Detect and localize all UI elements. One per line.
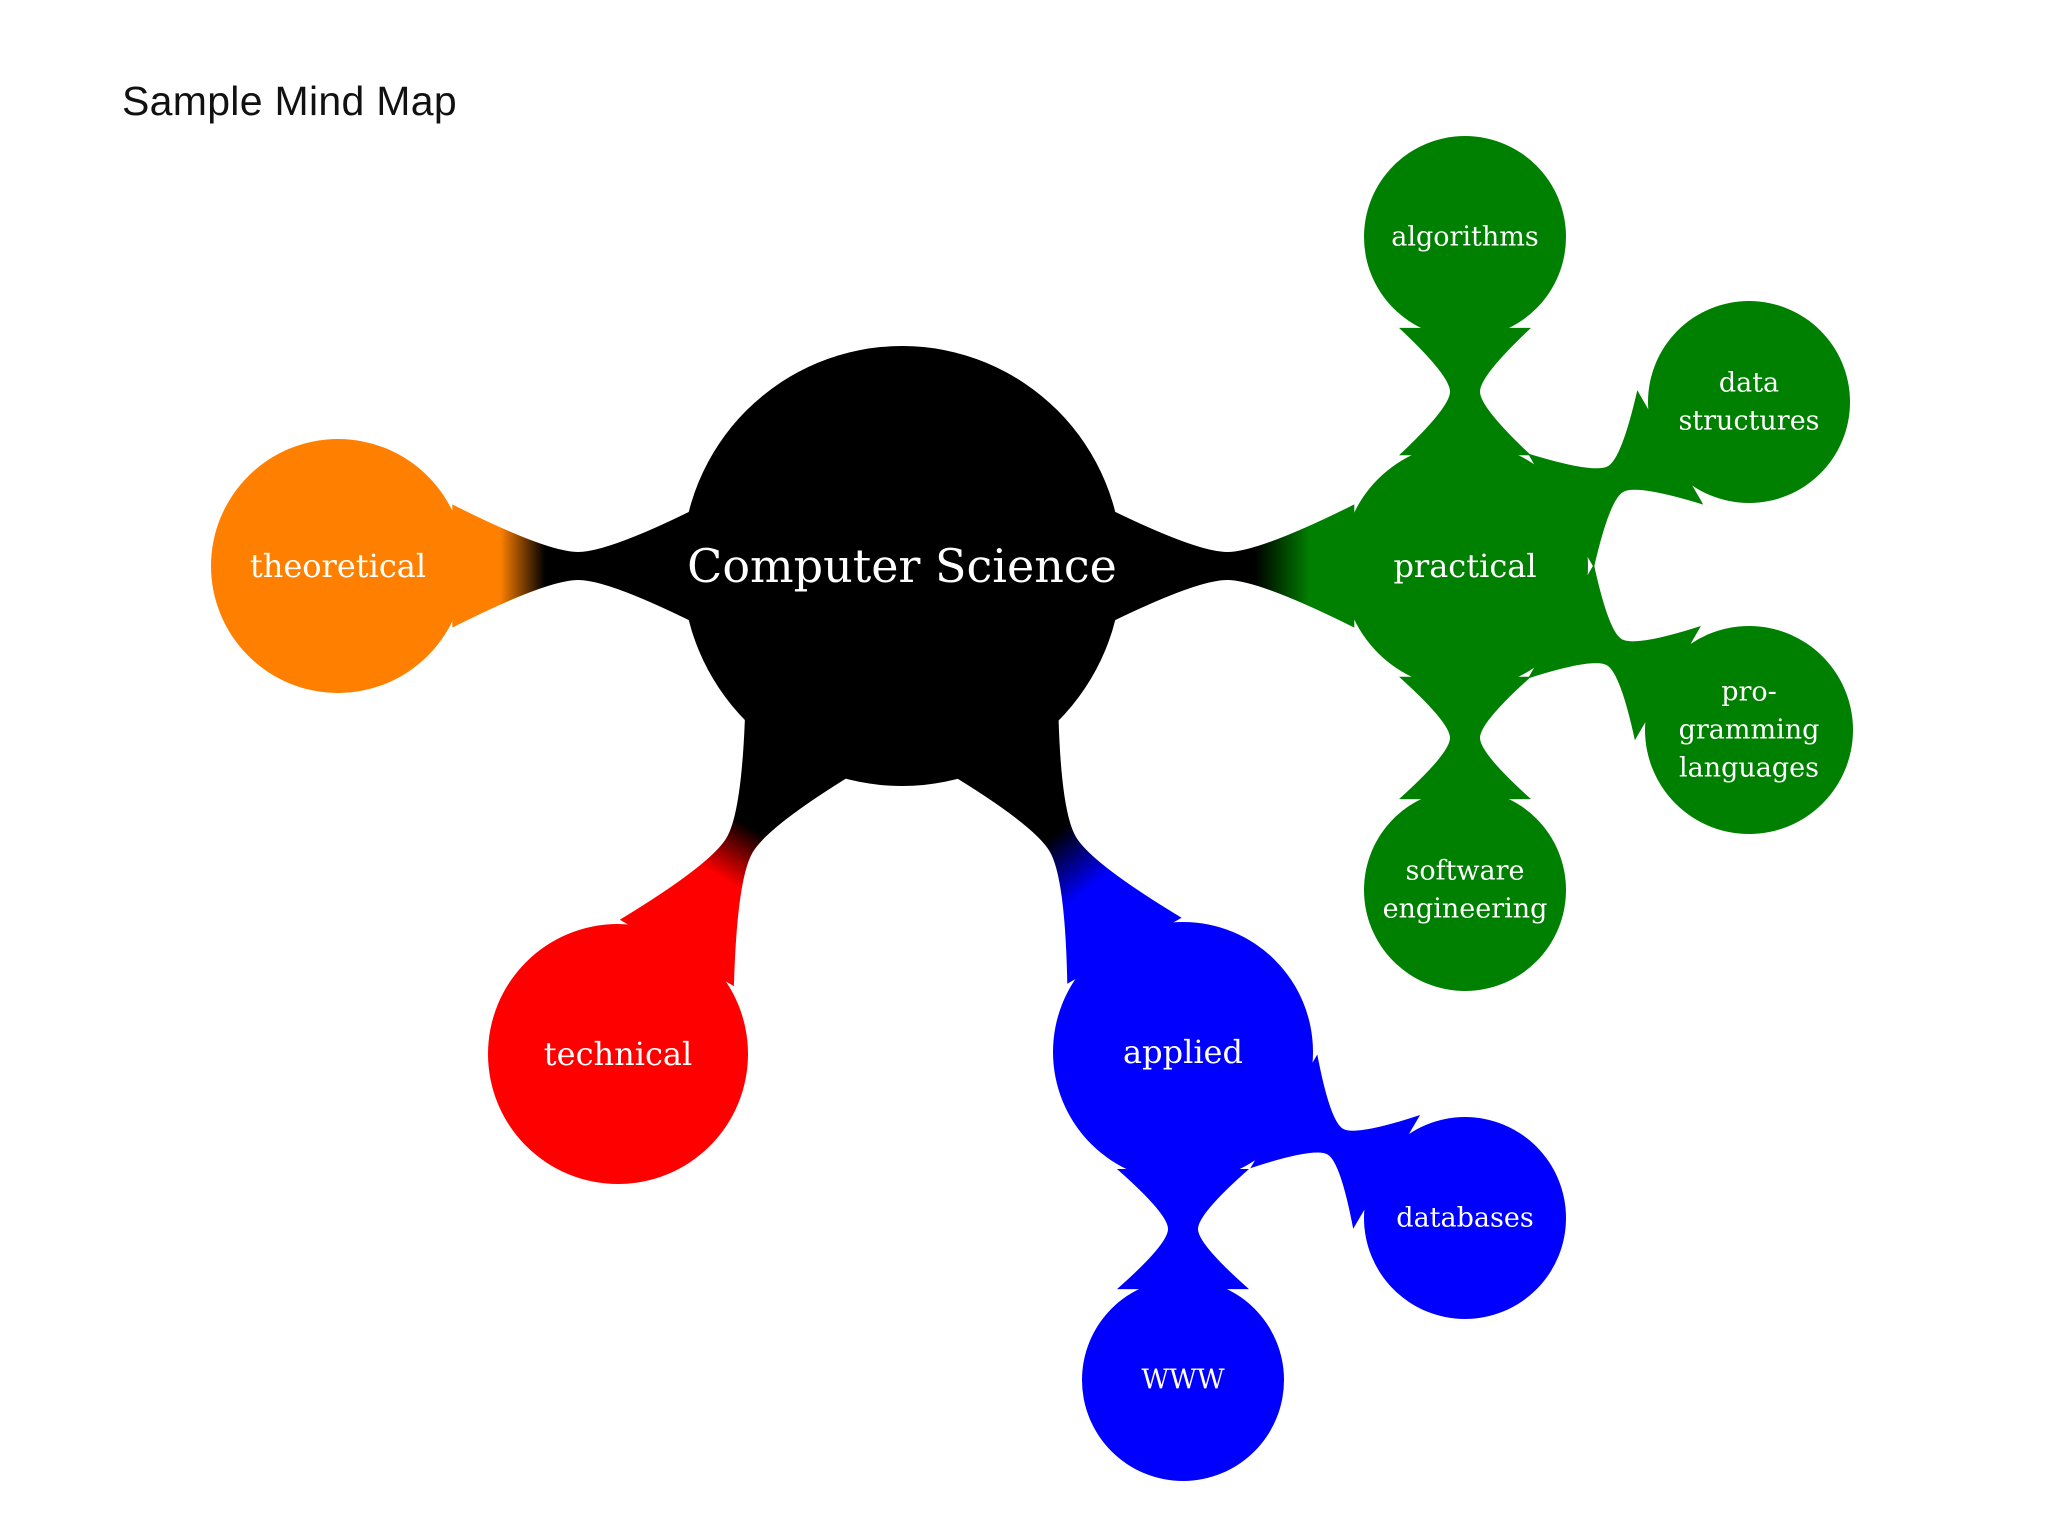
node-label-software-engineering-line-1: software <box>1405 856 1524 887</box>
node-label-programming-languages-line-2: gramming <box>1679 715 1820 746</box>
node-circle-practical <box>1342 443 1588 689</box>
connector-root-to-applied <box>944 704 1182 984</box>
leaf-node-www: WWW <box>1082 1279 1284 1481</box>
slide-title: Sample Mind Map <box>122 78 457 124</box>
node-label-algorithms: algorithms <box>1391 222 1539 253</box>
node-label-root: Computer Science <box>687 539 1117 593</box>
node-circle-applied <box>1053 922 1313 1182</box>
node-circle-databases <box>1364 1117 1566 1319</box>
root-node-root: Computer Science <box>682 346 1122 786</box>
leaf-node-programming-languages: pro-gramming languages <box>1645 626 1853 834</box>
node-label-data-structures-line-1: data <box>1719 368 1779 399</box>
branch-node-practical: practical <box>1342 443 1588 689</box>
connector-practical-to-software-engineering <box>1399 676 1531 800</box>
node-circle-technical <box>488 924 748 1184</box>
branch-node-theoretical: theoretical <box>211 439 465 693</box>
node-circle-programming-languages <box>1645 626 1853 834</box>
node-label-theoretical: theoretical <box>250 547 426 585</box>
leaf-node-databases: databases <box>1364 1117 1566 1319</box>
node-label-practical: practical <box>1393 547 1536 585</box>
node-label-software-engineering-line-2: engineering <box>1383 894 1548 925</box>
leaf-node-software-engineering: software engineering <box>1364 789 1566 991</box>
node-label-databases: databases <box>1396 1203 1533 1234</box>
node-label-www: WWW <box>1141 1365 1225 1396</box>
node-label-applied: applied <box>1123 1033 1243 1071</box>
node-label-programming-languages-line-1: pro- <box>1721 677 1777 708</box>
node-label-data-structures-line-2: structures <box>1678 406 1819 437</box>
node-circle-root <box>682 346 1122 786</box>
node-circle-data-structures <box>1648 301 1850 503</box>
branch-node-technical: technical <box>488 924 748 1184</box>
branch-node-applied: applied <box>1053 922 1313 1182</box>
connector-root-to-technical <box>619 703 860 987</box>
connector-root-to-theoretical <box>452 504 704 628</box>
connector-applied-to-www <box>1117 1169 1249 1290</box>
node-label-technical: technical <box>544 1035 692 1073</box>
connector-root-to-practical <box>1100 504 1355 628</box>
node-circle-algorithms <box>1364 136 1566 338</box>
node-circle-www <box>1082 1279 1284 1481</box>
connector-practical-to-algorithms <box>1399 327 1531 456</box>
node-circle-theoretical <box>211 439 465 693</box>
node-circle-software-engineering <box>1364 789 1566 991</box>
nodes: Computer Science theoretical technical appl… <box>211 136 1853 1481</box>
leaf-node-data-structures: data structures <box>1648 301 1850 503</box>
leaf-node-algorithms: algorithms <box>1364 136 1566 338</box>
node-label-programming-languages-line-3: languages <box>1679 753 1819 784</box>
